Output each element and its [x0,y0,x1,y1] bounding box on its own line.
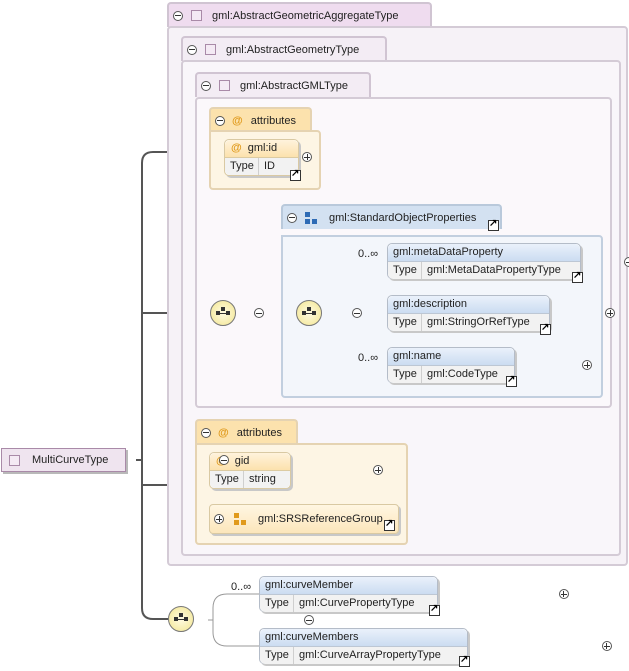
attribute-icon: @ [231,142,242,154]
type-key: Type [388,314,422,331]
type-key: Type [388,366,422,383]
type-value: string [249,473,276,485]
attribute-group-label: gml:SRSReferenceGroup [258,513,383,525]
collapse-icon[interactable] [287,212,297,223]
type-key: Type [210,471,244,488]
element-curve-member[interactable]: gml:curveMember Type gml:CurvePropertyTyp… [259,576,438,612]
element-name: gml:metaDataProperty [388,244,580,262]
complex-type-icon [9,454,20,466]
gml-type-tab: gml:AbstractGMLType [195,72,371,97]
cardinality-label: 0..∞ [358,248,379,260]
expand-icon[interactable] [605,308,616,318]
collapse-icon[interactable] [201,80,211,91]
element-description[interactable]: gml:description Type gml:StringOrRefType [387,295,550,331]
collapse-icon[interactable] [219,455,230,465]
complex-type-icon [191,10,202,21]
element-name: gml:curveMembers [260,629,467,647]
standard-object-tab: gml:StandardObjectProperties [281,204,502,229]
standard-object-label: gml:StandardObjectProperties [329,211,477,224]
type-value: gml:CurvePropertyType [299,597,415,609]
cardinality-label: 0..∞ [231,581,252,593]
goto-type-icon[interactable] [429,603,440,616]
complex-type-icon [219,80,230,91]
attributes-tab-1: @ attributes [209,107,312,132]
element-name-node[interactable]: gml:name Type gml:CodeType [387,347,515,383]
goto-type-icon[interactable] [290,168,301,181]
type-value: gml:CodeType [427,368,498,380]
type-key: Type [225,158,259,175]
element-curve-members[interactable]: gml:curveMembers Type gml:CurveArrayPrope… [259,628,468,664]
collapse-icon[interactable] [173,10,183,21]
attribute-icon: @ [232,114,243,127]
attributes-label: attributes [236,426,282,439]
collapse-icon[interactable] [215,115,225,126]
attribute-group-icon [234,513,248,525]
collapse-icon[interactable] [254,308,265,318]
goto-type-icon[interactable] [540,322,551,335]
expand-icon[interactable] [624,257,629,267]
goto-type-icon[interactable] [572,270,583,283]
type-value: gml:MetaDataPropertyType [427,264,561,276]
geometry-type-tab: gml:AbstractGeometryType [181,36,387,61]
expand-icon[interactable] [558,589,569,599]
goto-type-icon[interactable] [459,654,470,667]
collapse-icon[interactable] [352,308,363,318]
cardinality-label: 0..∞ [358,352,379,364]
expand-icon[interactable] [582,360,593,370]
root-element-label: MultiCurveType [32,454,109,466]
geometry-type-label: gml:AbstractGeometryType [226,43,360,56]
root-element[interactable]: MultiCurveType [1,448,126,472]
expand-icon[interactable] [373,465,384,475]
attribute-gml-id[interactable]: @ gml:id Type ID [224,139,299,176]
expand-icon[interactable] [601,641,612,651]
attributes-label: attributes [250,114,296,127]
aggregate-type-tab: gml:AbstractGeometricAggregateType [167,2,432,27]
element-name: gml:description [388,296,549,314]
collapse-icon[interactable] [303,615,314,625]
attributes-tab-2: @ attributes [195,419,298,444]
type-key: Type [260,595,294,612]
type-value: gml:StringOrRefType [427,316,530,328]
goto-type-icon[interactable] [506,374,517,387]
gml-type-label: gml:AbstractGMLType [240,79,348,92]
attribute-icon: @ [218,426,229,439]
attribute-name: gid [234,455,250,467]
element-metadata-property[interactable]: gml:metaDataProperty Type gml:MetaDataPro… [387,243,581,279]
sequence-compositor-icon[interactable] [168,606,194,632]
collapse-icon[interactable] [187,44,197,55]
complex-type-icon [205,44,216,55]
attribute-group-srs[interactable]: gml:SRSReferenceGroup [209,504,399,534]
element-name: gml:name [388,348,514,366]
aggregate-type-label: gml:AbstractGeometricAggregateType [212,9,399,22]
expand-icon[interactable] [214,514,224,524]
sequence-compositor-icon[interactable] [210,300,236,326]
sequence-compositor-icon[interactable] [296,300,322,326]
goto-type-icon[interactable] [488,218,499,231]
group-icon [305,211,319,224]
type-key: Type [260,647,294,664]
type-key: Type [388,262,422,279]
type-value: gml:CurveArrayPropertyType [299,649,441,661]
attribute-name: gml:id [247,142,278,154]
element-name: gml:curveMember [260,577,437,595]
goto-type-icon[interactable] [384,518,395,531]
expand-icon[interactable] [302,152,312,162]
type-value: ID [264,160,275,172]
collapse-icon[interactable] [201,427,211,438]
